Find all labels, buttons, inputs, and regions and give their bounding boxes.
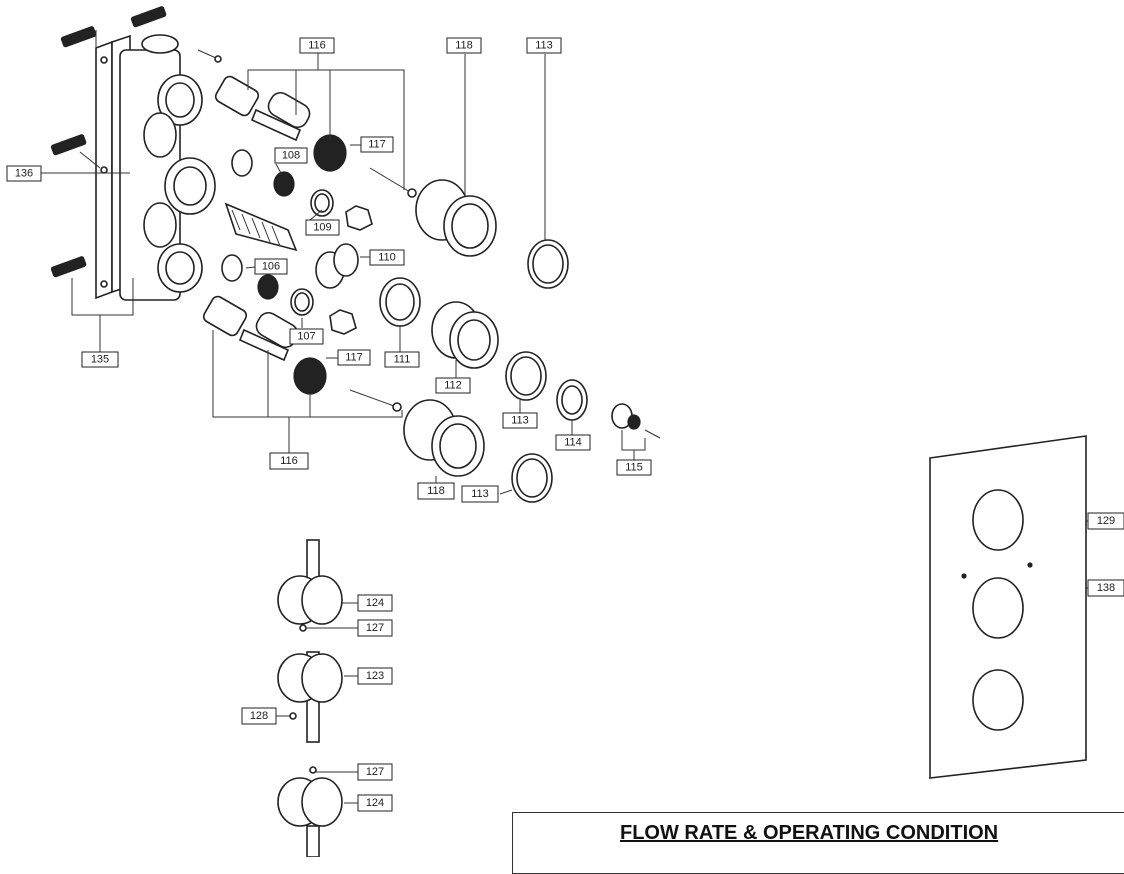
label-110: 110 bbox=[369, 249, 405, 266]
svg-text:118: 118 bbox=[455, 40, 473, 52]
ring-113-mid bbox=[505, 351, 547, 401]
label-117-bottom: 117 bbox=[337, 349, 371, 366]
label-129: 129 bbox=[1087, 512, 1124, 530]
svg-text:138: 138 bbox=[1097, 582, 1115, 594]
svg-text:112: 112 bbox=[444, 380, 462, 392]
svg-text:114: 114 bbox=[564, 437, 582, 449]
svg-text:116: 116 bbox=[280, 455, 298, 467]
svg-text:107: 107 bbox=[297, 331, 315, 343]
svg-text:135: 135 bbox=[91, 354, 109, 366]
lower-cartridge bbox=[202, 295, 402, 412]
label-116-top: 116 bbox=[299, 37, 335, 54]
svg-text:113: 113 bbox=[471, 488, 489, 500]
svg-text:127: 127 bbox=[366, 766, 384, 778]
ring-111 bbox=[379, 277, 421, 327]
thermostatic-cartridge bbox=[224, 202, 298, 252]
svg-text:115: 115 bbox=[625, 462, 643, 474]
ring-113-lower bbox=[511, 453, 553, 503]
label-127-top: 127 bbox=[357, 619, 393, 637]
cap-108 bbox=[231, 149, 373, 231]
ring-114 bbox=[556, 379, 588, 421]
svg-text:113: 113 bbox=[535, 40, 553, 52]
screw-top bbox=[197, 49, 222, 63]
label-111: 111 bbox=[384, 351, 420, 368]
valve-body bbox=[95, 34, 216, 301]
label-106: 106 bbox=[254, 258, 288, 275]
flow-rate-title: FLOW RATE & OPERATING CONDITION bbox=[620, 822, 999, 844]
ring-113-upper bbox=[527, 239, 569, 289]
svg-text:117: 117 bbox=[368, 139, 386, 151]
label-127-bottom: 127 bbox=[357, 763, 393, 781]
sleeve-118-upper bbox=[415, 179, 497, 257]
label-116-bottom: 116 bbox=[269, 452, 309, 470]
label-138: 138 bbox=[1087, 579, 1124, 597]
label-118-top: 118 bbox=[446, 37, 482, 54]
label-117-top: 117 bbox=[360, 136, 394, 153]
svg-text:110: 110 bbox=[378, 252, 396, 264]
trim-plate bbox=[929, 435, 1087, 779]
wall-plug-set bbox=[50, 6, 167, 278]
svg-text:118: 118 bbox=[427, 485, 445, 497]
svg-text:129: 129 bbox=[1097, 515, 1115, 527]
svg-text:123: 123 bbox=[366, 670, 384, 682]
svg-text:124: 124 bbox=[366, 797, 384, 809]
connector-110 bbox=[315, 243, 359, 289]
label-124-top: 124 bbox=[357, 594, 393, 612]
label-135: 135 bbox=[81, 351, 119, 368]
label-118-bottom: 118 bbox=[417, 482, 455, 500]
label-109: 109 bbox=[305, 219, 340, 236]
svg-text:128: 128 bbox=[250, 710, 268, 722]
label-108: 108 bbox=[274, 147, 308, 164]
fitting-115 bbox=[611, 403, 661, 439]
sleeve-118-lower bbox=[403, 399, 485, 477]
label-113-bottom: 113 bbox=[461, 485, 499, 503]
label-112: 112 bbox=[435, 377, 471, 394]
label-114: 114 bbox=[555, 434, 591, 451]
label-113-top: 113 bbox=[526, 37, 562, 54]
svg-text:106: 106 bbox=[262, 261, 280, 273]
handle-124-bottom bbox=[277, 766, 343, 858]
svg-text:127: 127 bbox=[366, 622, 384, 634]
svg-text:136: 136 bbox=[15, 168, 33, 180]
cap-106 bbox=[221, 254, 357, 335]
label-123: 123 bbox=[357, 667, 393, 685]
label-124-bottom: 124 bbox=[357, 794, 393, 812]
handle-123 bbox=[277, 651, 343, 743]
label-128: 128 bbox=[241, 707, 277, 725]
svg-text:113: 113 bbox=[511, 415, 529, 427]
upper-cartridge bbox=[214, 75, 417, 198]
handle-124-top bbox=[277, 539, 343, 632]
svg-text:117: 117 bbox=[345, 352, 363, 364]
label-113-mid: 113 bbox=[502, 412, 538, 429]
svg-text:108: 108 bbox=[282, 150, 300, 162]
label-115: 115 bbox=[616, 459, 652, 476]
svg-text:109: 109 bbox=[313, 222, 331, 234]
svg-text:124: 124 bbox=[366, 597, 384, 609]
svg-text:111: 111 bbox=[394, 354, 411, 366]
leader-lines bbox=[40, 52, 1088, 804]
label-107: 107 bbox=[289, 328, 324, 345]
label-136: 136 bbox=[6, 165, 42, 182]
svg-text:116: 116 bbox=[308, 40, 326, 52]
sleeve-112 bbox=[431, 301, 499, 369]
